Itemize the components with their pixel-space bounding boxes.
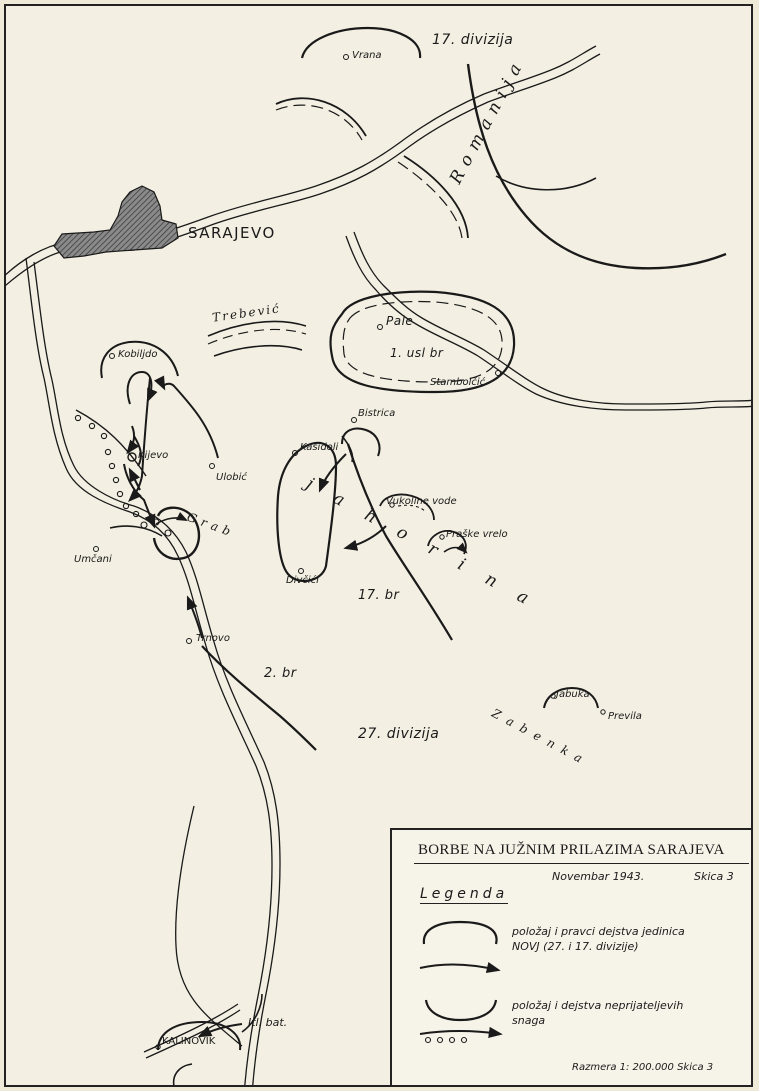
vukoline-arc <box>379 493 435 521</box>
label-vrana: Vrana <box>352 50 382 61</box>
label-divcici: Divčići <box>286 575 319 586</box>
legend-item-novj: položaj i pravci dejstva jedinica NOVJ (… <box>512 924 685 954</box>
legend-item-novj-line2: NOVJ (27. i 17. divizije) <box>512 940 639 953</box>
legend-box: BORBE NA JUŽNIM PRILAZIMA SARAJEVA Novem… <box>390 828 751 1085</box>
bistrica-arc <box>341 427 381 457</box>
label-stambolcic: Stambolčić <box>430 377 486 388</box>
legend-item-enemy-line2: snaga <box>512 1014 546 1027</box>
jabuka-arc <box>543 686 599 709</box>
grab-arc <box>152 506 201 561</box>
label-17-br: 17. br <box>358 588 400 603</box>
legend-item-enemy-line1: položaj i dejstva neprijateljevih <box>512 999 684 1012</box>
br2-line <box>201 645 317 751</box>
legend-title: BORBE NA JUŽNIM PRILAZIMA SARAJEVA <box>418 842 725 858</box>
label-17-divizija: 17. divizija <box>432 32 514 48</box>
jahorina-enclosure <box>276 441 338 583</box>
label-kobiljdo: Kobiljdo <box>118 349 158 360</box>
vrana-arc <box>300 26 422 59</box>
label-ulobic: Ulobić <box>216 472 247 483</box>
map-drawing <box>6 26 751 1085</box>
label-pale: Pale <box>386 314 414 328</box>
label-2-br: 2. br <box>264 666 297 681</box>
kijevo-arrows <box>123 463 156 529</box>
sarajevo-area <box>53 185 179 259</box>
romanija-arc <box>466 63 727 270</box>
kalinovik-arc <box>157 1020 242 1051</box>
label-kijevo: Kijevo <box>138 450 169 461</box>
label-27-divizija: 27. divizija <box>358 726 440 742</box>
label-itl-bat: Itl. bat. <box>248 1016 288 1029</box>
label-previla: Previla <box>608 711 642 722</box>
trebevic-arcs <box>207 320 307 357</box>
legend-symbol-enemy <box>419 999 503 1044</box>
legend-heading: Legenda <box>420 886 509 904</box>
legend-item-enemy: položaj i dejstva neprijateljevih snaga <box>512 998 683 1028</box>
label-vukoline-vode: Vukoline vode <box>386 496 457 507</box>
pale-enclosure <box>329 290 516 394</box>
label-jabuka: Jabuka <box>556 689 590 700</box>
map-frame: 17. divizija Vrana SARAJEVO R o m a n i … <box>4 4 753 1087</box>
legend-date: Novembar 1943. <box>552 870 645 883</box>
kobiljdo-forces <box>100 340 219 502</box>
legend-sketch-label: Skica 3 <box>694 870 734 883</box>
label-sarajevo: SARAJEVO <box>188 224 276 242</box>
label-bistrica: Bistrica <box>358 408 396 419</box>
enemy-chain <box>74 409 147 518</box>
legend-symbol-novj <box>419 920 501 973</box>
label-praske-vrelo: Praške vrelo <box>446 529 508 540</box>
legend-item-novj-line1: položaj i pravci dejstva jedinica <box>512 925 685 938</box>
jahorina-line <box>346 443 453 641</box>
label-trnovo: Trnovo <box>196 633 230 644</box>
label-kasidoli: Kasidoli <box>300 442 339 453</box>
label-kalinovik: KALINOVIK <box>162 1036 216 1047</box>
enemy-arcs-north <box>275 97 469 239</box>
legend-scale: Razmera 1: 200.000 Skica 3 <box>572 1062 714 1073</box>
label-1-usl-br: 1. usl br <box>390 346 444 360</box>
legend-rule <box>414 863 749 864</box>
label-umcani: Umčani <box>74 554 112 565</box>
